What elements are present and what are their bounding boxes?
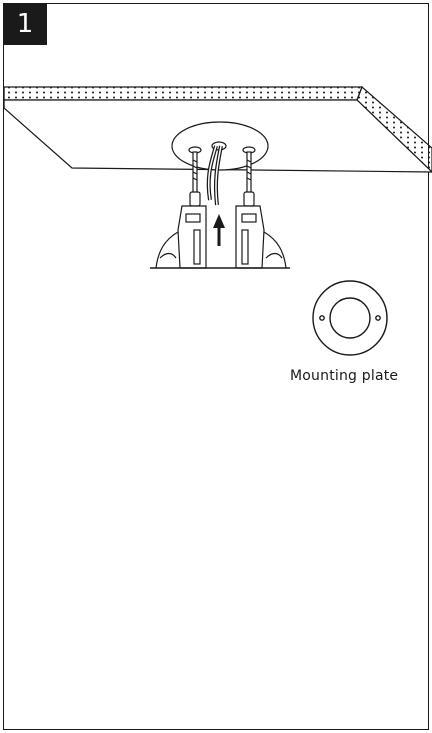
cable-icon [206, 145, 223, 206]
mounting-plate-icon [312, 280, 388, 356]
step-number-badge: 1 [3, 3, 47, 45]
drill-icon [150, 191, 290, 269]
arrow-up-icon [213, 214, 225, 246]
mounting-plate-label: Mounting plate [290, 368, 399, 384]
step-frame [3, 3, 429, 730]
